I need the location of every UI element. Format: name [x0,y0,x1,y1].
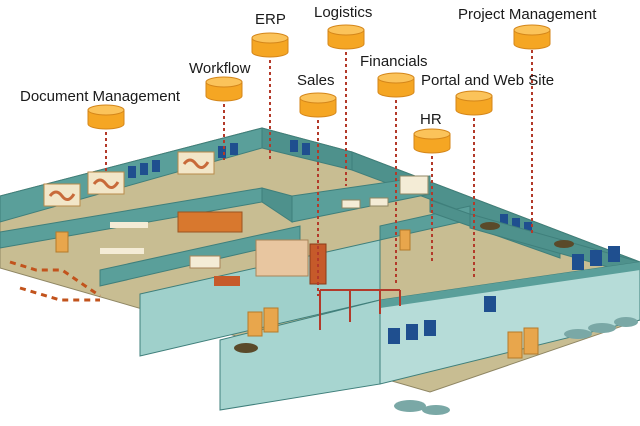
stepping-stones [394,317,638,415]
label-logistics: Logistics [314,4,372,21]
label-project-management: Project Management [458,6,597,23]
databases [87,24,551,154]
database-workflow-icon [205,76,243,102]
label-sales: Sales [297,72,335,89]
plants [234,222,574,353]
label-financials: Financials [360,53,428,70]
floor-path [9,260,101,302]
database-logistics-icon [327,24,365,50]
network-cabling [319,289,401,330]
label-workflow: Workflow [189,60,251,77]
label-document-management: Document Management [20,88,181,105]
database-sales-icon [299,92,337,118]
database-connectors [105,40,533,296]
database-erp-icon [251,32,289,58]
doors [55,229,539,359]
database-financials-icon [377,72,415,98]
database-project-management-icon [513,24,551,50]
label-portal-and-web-site: Portal and Web Site [421,72,554,89]
office-building [0,127,640,415]
front-wall-right-top [380,262,640,308]
interior-wall-3 [291,175,431,223]
label-hr: HR [420,111,442,128]
front-windows [388,246,620,344]
labels: Document Management Workflow ERP Logisti… [20,4,597,128]
back-windows [128,140,532,234]
database-portal-icon [455,90,493,116]
label-erp: ERP [255,11,286,28]
database-hr-icon [413,128,451,154]
furniture [100,175,429,286]
database-document-management-icon [87,104,125,130]
wall-maps [43,151,215,207]
